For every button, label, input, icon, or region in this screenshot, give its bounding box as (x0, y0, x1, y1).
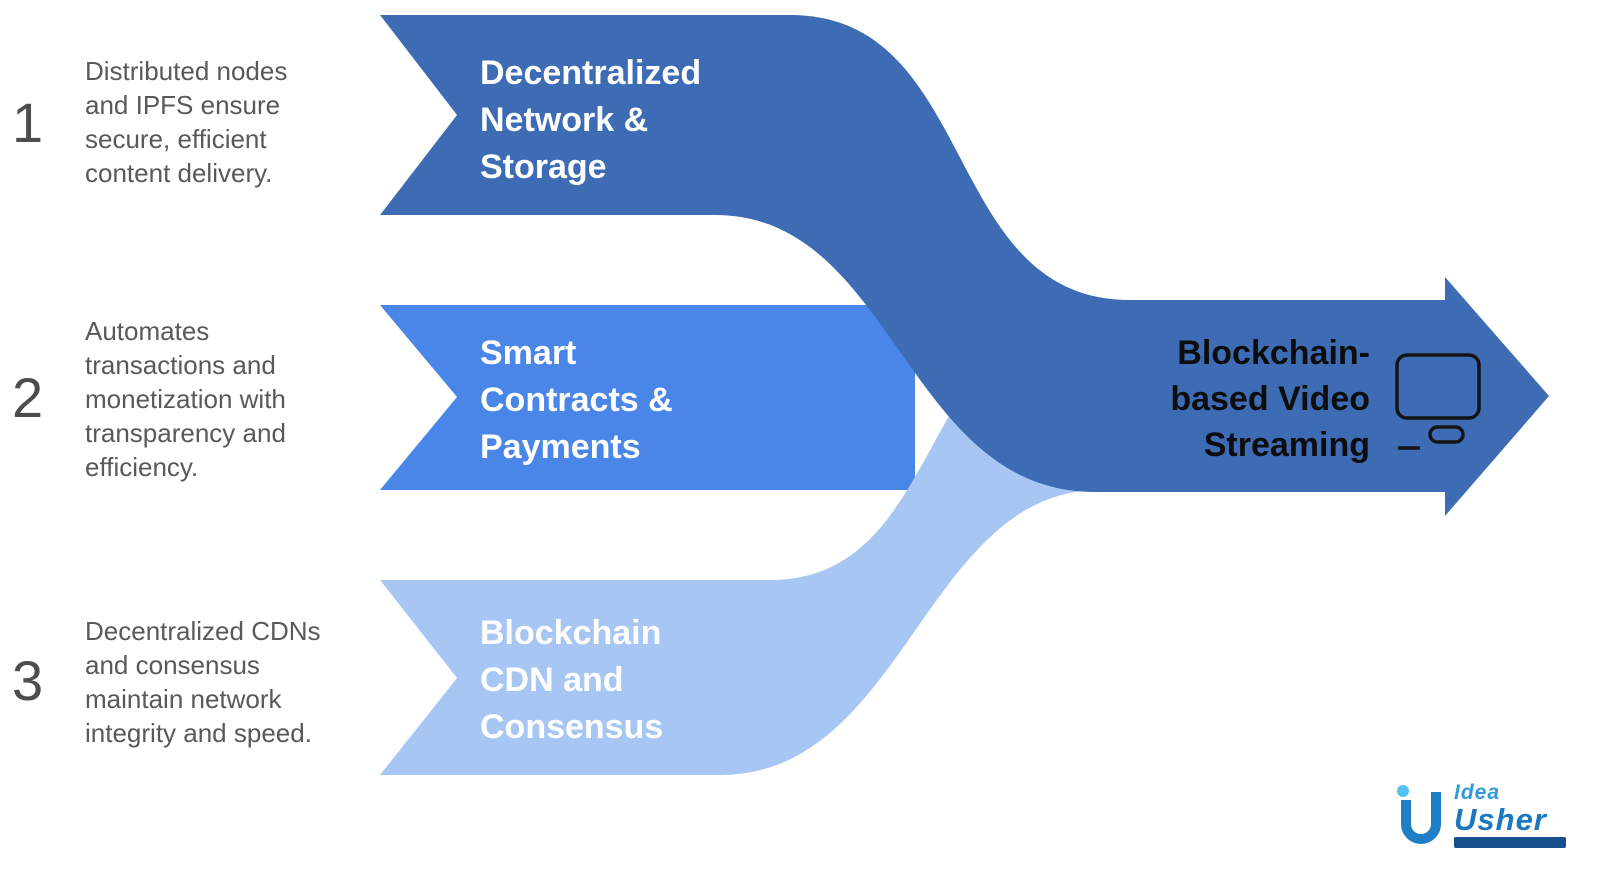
logo-line1: Idea (1454, 781, 1501, 804)
step-3-number: 3 (12, 649, 44, 712)
flow-band-step2 (380, 305, 915, 490)
logo-tagline-bar (1454, 837, 1566, 848)
logo-dot (1397, 785, 1409, 797)
logo-mark-icon (1397, 785, 1441, 844)
smart-tv-icon (1395, 353, 1481, 450)
flow-band-step1-and-result-arrow (380, 15, 1549, 516)
step-1-number: 1 (12, 91, 44, 154)
step-3-banner-title: Blockchain CDN and Consensus (480, 614, 664, 746)
step-2-description: Automates transactions and monetization … (85, 316, 286, 482)
step-1-description: Distributed nodes and IPFS ensure secure… (85, 56, 288, 188)
result-title: Blockchain- based Video Streaming (1170, 334, 1370, 464)
step-1-banner-title: Decentralized Network & Storage (480, 54, 702, 186)
logo-line2: Usher (1454, 802, 1547, 837)
step-2-number: 2 (12, 366, 44, 429)
step-3-description: Decentralized CDNs and consensus maintai… (85, 616, 321, 748)
logo-u-shape (1401, 792, 1441, 844)
tv-remote-shape (1428, 425, 1465, 444)
step-2-banner-title: Smart Contracts & Payments (480, 334, 673, 466)
tv-screen-outline (1395, 353, 1481, 420)
logo-text: Idea Usher (1454, 782, 1566, 848)
idea-usher-logo: Idea Usher (1392, 782, 1566, 852)
